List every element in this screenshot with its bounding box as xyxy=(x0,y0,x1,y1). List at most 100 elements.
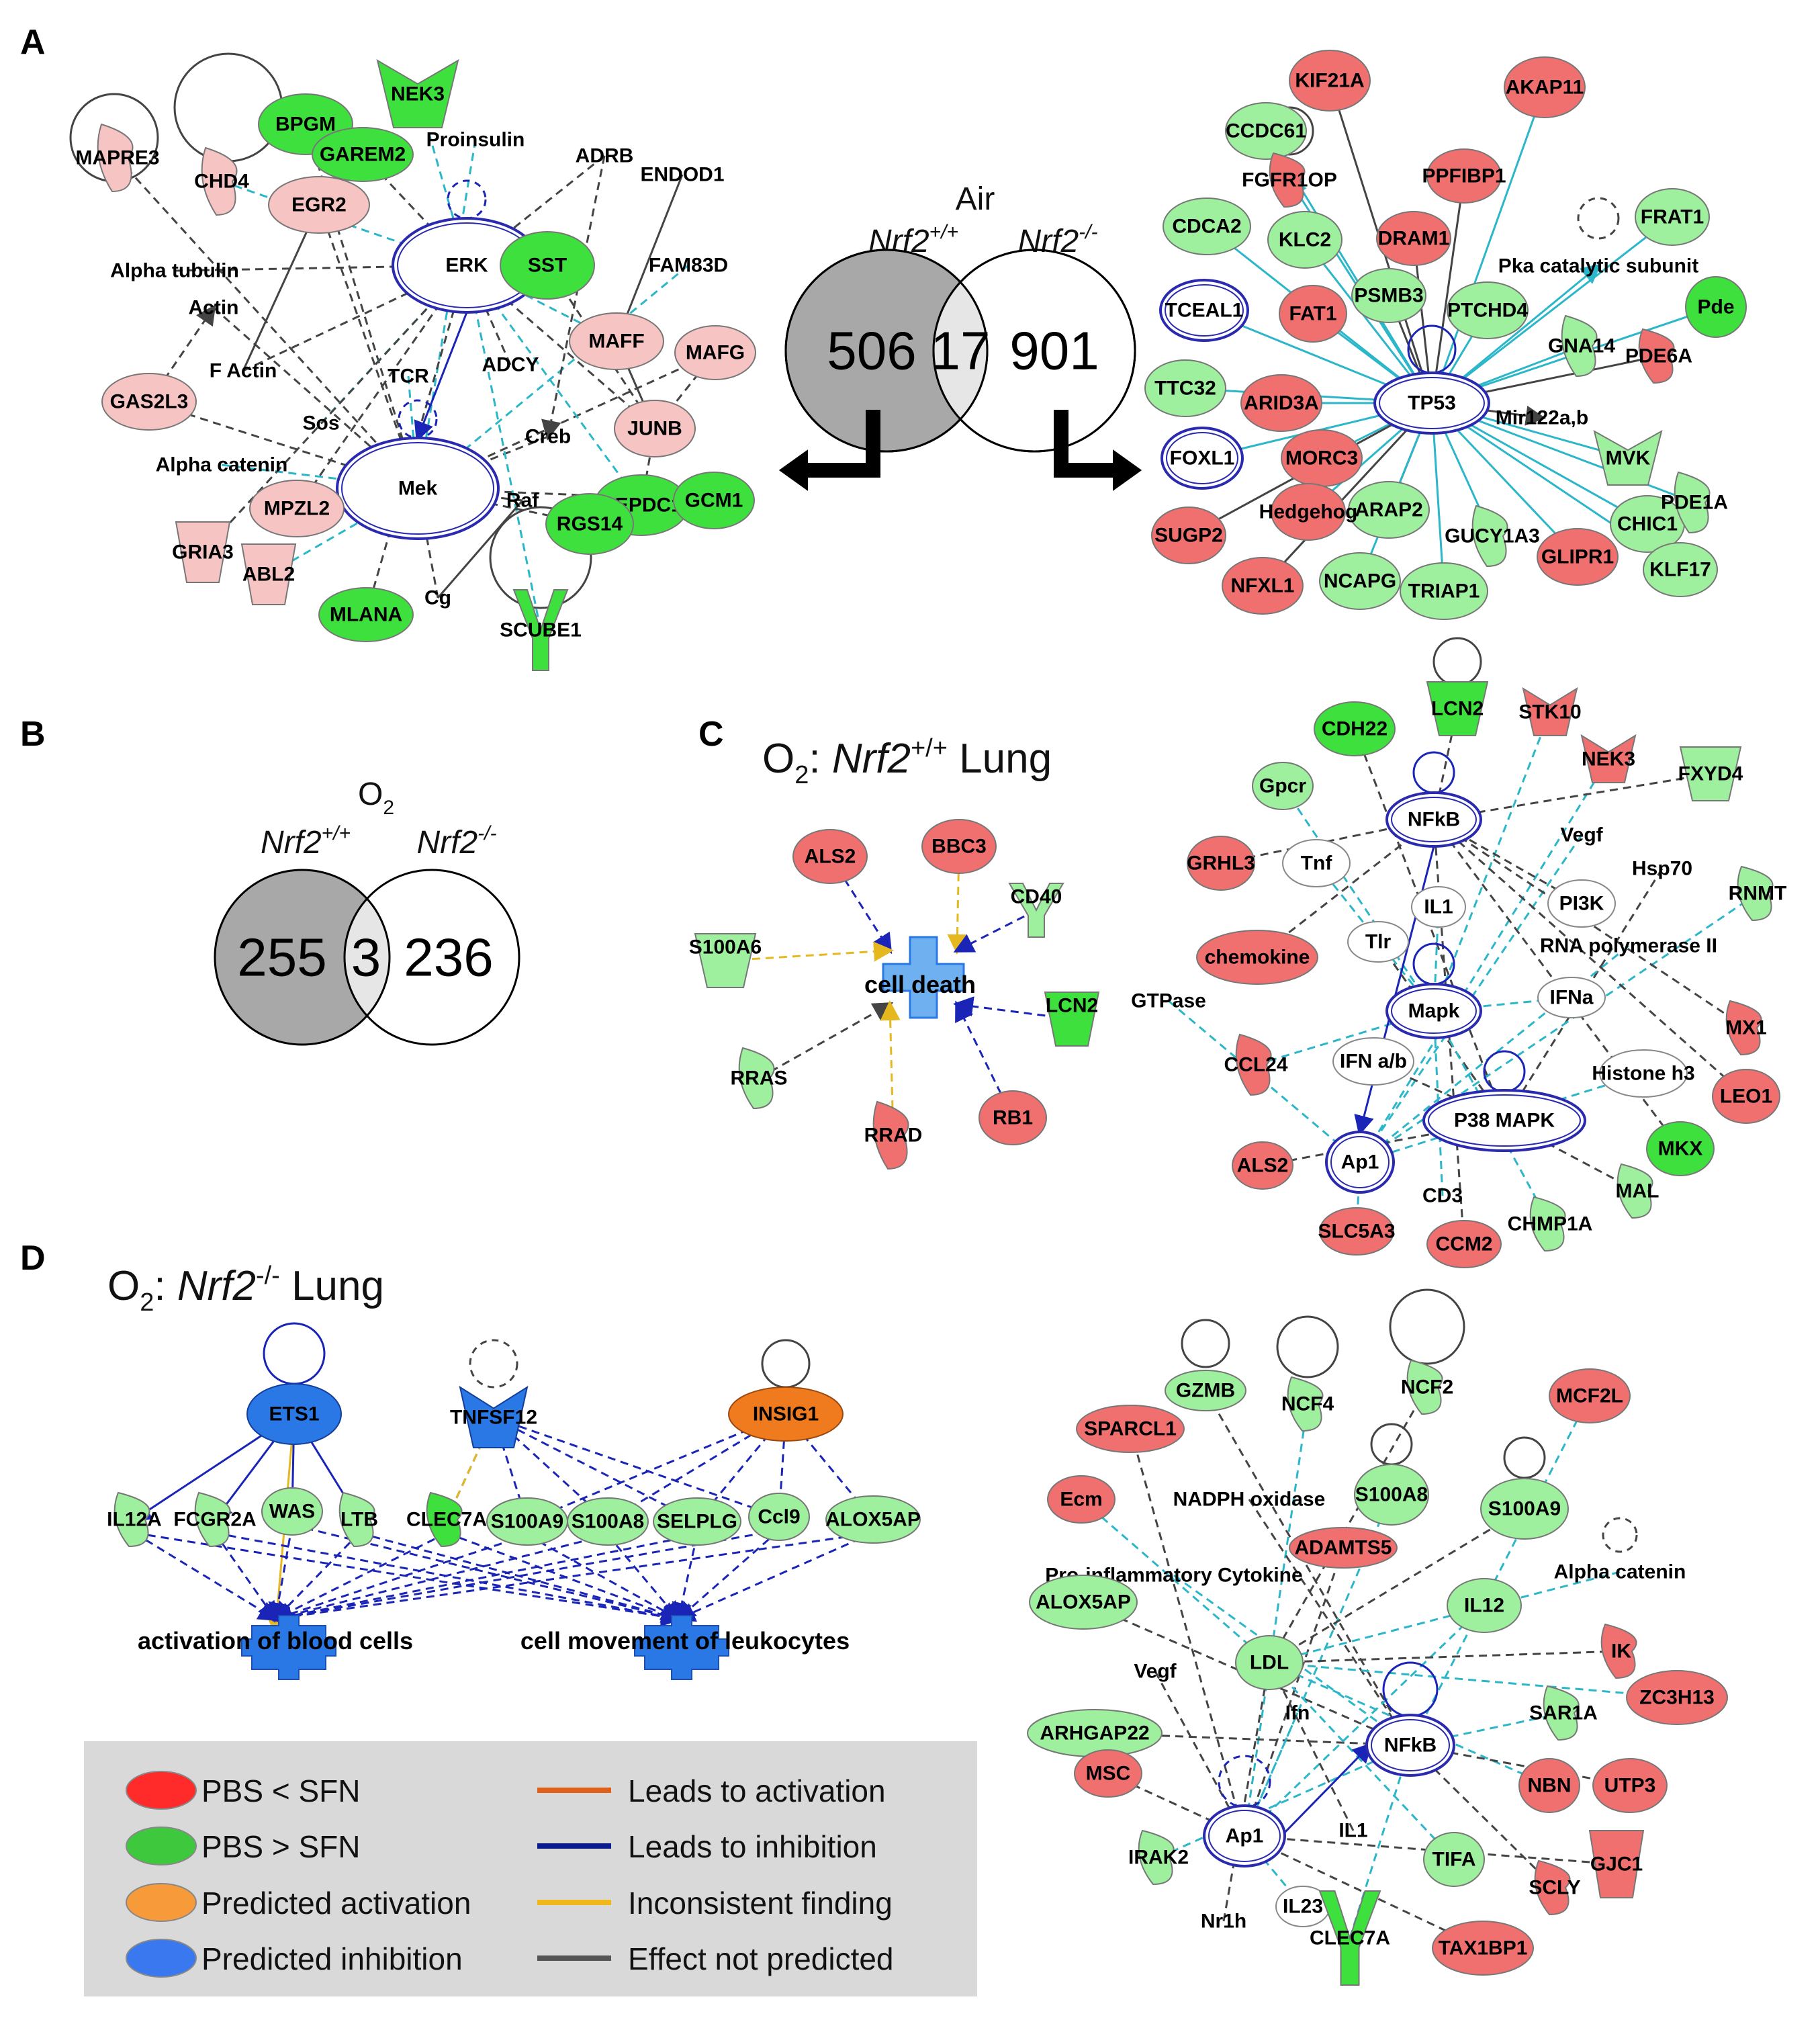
c-left-node-label-rb1: RB1 xyxy=(993,1107,1033,1129)
c-right-node-tnf: Tnf xyxy=(1282,839,1351,887)
a-right-node-label-mir122a-b: Mir122a,b xyxy=(1496,407,1588,429)
edge-d-right-34 xyxy=(1240,1833,1484,1949)
d-right-node-sar1a: SAR1A xyxy=(1529,1685,1598,1741)
panel-letter-a: A xyxy=(20,23,46,62)
c-right-node-label-cd3: CD3 xyxy=(1422,1185,1463,1207)
a-right-node-label-sugp2: SUGP2 xyxy=(1154,525,1223,547)
c-right-node-histone-h3: Histone h3 xyxy=(1592,1049,1695,1098)
a-left-node-alpha-catenin: Alpha catenin xyxy=(156,454,288,476)
edge-c-right-16 xyxy=(1257,817,1437,959)
edge-a-right-4 xyxy=(1430,172,1472,404)
loop-d-right-4 xyxy=(1503,1436,1546,1479)
legend-line-label-not-predicted: Effect not predicted xyxy=(628,1941,894,1976)
d-right-node-shape-adamts5 xyxy=(1289,1527,1398,1569)
edge-d-right-24 xyxy=(1406,1738,1631,1787)
a-right-node-label-tp53: TP53 xyxy=(1408,392,1456,414)
legend-line-label-activation: Leads to activation xyxy=(628,1773,886,1808)
panel-letter-c: C xyxy=(698,715,724,754)
c-right-node-als2: ALS2 xyxy=(1232,1141,1293,1190)
c-right-node-shape-rnmt xyxy=(1737,865,1774,922)
edge-d-left-fnA-6 xyxy=(271,1534,608,1625)
a-right-node-kif21a: KIF21A xyxy=(1289,50,1371,112)
d-left-node-s100a8: S100A8 xyxy=(567,1497,649,1546)
c-left-node-shape-rb1 xyxy=(979,1090,1047,1145)
legend-item-inhibition: Predicted inhibition xyxy=(201,1941,463,1976)
c-right-node-label-mkx: MKX xyxy=(1658,1138,1703,1160)
edge-a-right-32 xyxy=(1259,402,1433,589)
a-right-node-label-fat1: FAT1 xyxy=(1289,303,1336,325)
d-right-node-label-ik: IK xyxy=(1611,1640,1631,1663)
d-right-node-label-utp3: UTP3 xyxy=(1604,1775,1656,1797)
c-right-node-mkx: MKX xyxy=(1646,1121,1715,1176)
d-right-node-label-alpha-catenin: Alpha catenin xyxy=(1554,1561,1686,1583)
c-left-node-lcn2: LCN2 xyxy=(1044,992,1100,1047)
a-right-node-shape-ppfibp1 xyxy=(1426,148,1502,204)
a-left-node-gria3: GRIA3 xyxy=(172,521,234,583)
edge-a-left-5 xyxy=(116,157,421,492)
a-left-node-label-mpzl2: MPZL2 xyxy=(264,498,330,520)
edge-a-left-3 xyxy=(410,139,477,492)
d-left-node-label-il12a: IL12A xyxy=(107,1509,162,1531)
d-left-node-shape-tnfsf12 xyxy=(459,1385,529,1448)
a-left-node-label-tcr: TCR xyxy=(388,365,429,388)
edge-d-right-4 xyxy=(1129,1428,1250,1840)
d-right-node-label-clec7a: CLEC7A xyxy=(1310,1927,1390,1949)
panel-letter-b: B xyxy=(20,715,46,754)
a-right-node-shape-hedgehog xyxy=(1271,483,1346,541)
panel-letter-d: D xyxy=(20,1239,46,1278)
a-right-node-shape-arid3a xyxy=(1240,374,1322,432)
network-a-left: NEK3BPGMGAREM2ProinsulinADRBENDOD1MAPRE3… xyxy=(75,58,756,671)
d-left-node-shape-il12a xyxy=(113,1491,150,1548)
c-left-node-label-s100a6: S100A6 xyxy=(689,936,762,959)
a-right-node-shape-sugp2 xyxy=(1151,507,1226,564)
c-right-node-label-slc5a3: SLC5A3 xyxy=(1318,1221,1395,1243)
c-right-node-label-ifn-a-b: IFN a/b xyxy=(1340,1051,1407,1073)
a-right-node-pde: Pde xyxy=(1685,276,1747,338)
edge-d-right-17 xyxy=(1265,1654,1678,1699)
d-left-node-fcgr2a: FCGR2A xyxy=(173,1491,257,1548)
d-right-node-clec7a: CLEC7A xyxy=(1310,1890,1390,1986)
a-right-node-shape-ccdc61 xyxy=(1225,102,1307,160)
d-right-node-label-gjc1: GJC1 xyxy=(1590,1853,1643,1876)
edge-a-left-26 xyxy=(201,262,470,554)
d-right-node-label-il12: IL12 xyxy=(1464,1595,1504,1617)
d-right-node-shape-clec7a xyxy=(1318,1890,1381,1986)
a-left-node-shape-chd4 xyxy=(201,146,238,216)
a-left-node-shape-garem2 xyxy=(312,127,414,182)
d-left-node-label-s100a8: S100A8 xyxy=(572,1511,644,1533)
d-left-node-ets1: ETS1 xyxy=(246,1383,342,1445)
a-right-node-cdca2: CDCA2 xyxy=(1163,197,1251,255)
edge-a-left-30 xyxy=(460,261,542,631)
function-activation-blood: activation of blood cells xyxy=(138,1615,413,1680)
edge-a-left-9 xyxy=(414,264,689,491)
a-right-node-arap2: ARAP2 xyxy=(1348,481,1430,539)
edge-c-right-3 xyxy=(1357,758,1610,1166)
c-right-node-label-tnf: Tnf xyxy=(1301,852,1333,875)
a-right-node-nfxl1: NFXL1 xyxy=(1222,557,1304,615)
edge-d-left-fnA-1 xyxy=(214,1532,278,1622)
d-right-node-label-msc: MSC xyxy=(1086,1763,1131,1785)
edge-c-left-2 xyxy=(953,909,1037,953)
d-left-node-selplg: SELPLG xyxy=(653,1497,741,1546)
d-right-node-ncf2: NCF2 xyxy=(1401,1359,1453,1415)
c-right-node-shape-grhl3 xyxy=(1187,836,1255,891)
edge-d-left-fnB-6 xyxy=(606,1534,681,1622)
c-right-node-shape-ccl24 xyxy=(1235,1033,1272,1096)
c-right-node-shape-chmp1a xyxy=(1529,1196,1566,1252)
d-right-node-il23: IL23 xyxy=(1275,1886,1330,1927)
d-left-node-shape-selplg xyxy=(653,1497,741,1546)
a-left-node-creb: Creb xyxy=(525,426,571,448)
c-right-node-shape-nfkb xyxy=(1385,791,1482,848)
c-right-node-fxyd4: FXYD4 xyxy=(1678,746,1743,801)
venn-a-left-value: 506 xyxy=(827,321,916,381)
a-right-node-label-glipr1: GLIPR1 xyxy=(1541,546,1614,568)
c-right-node-p38-mapk: P38 MAPK xyxy=(1422,1089,1586,1152)
d-left-node-alox5ap: ALOX5AP xyxy=(825,1495,921,1544)
d-right-node-mcf2l: MCF2L xyxy=(1549,1368,1631,1423)
a-right-node-label-klf17: KLF17 xyxy=(1649,559,1711,581)
d-left-node-label-ccl9: Ccl9 xyxy=(758,1506,800,1528)
c-right-node-shape-slc5a3 xyxy=(1319,1207,1394,1256)
a-right-node-ppfibp1: PPFIBP1 xyxy=(1422,148,1506,204)
edge-c-left-7 xyxy=(880,1000,901,1136)
